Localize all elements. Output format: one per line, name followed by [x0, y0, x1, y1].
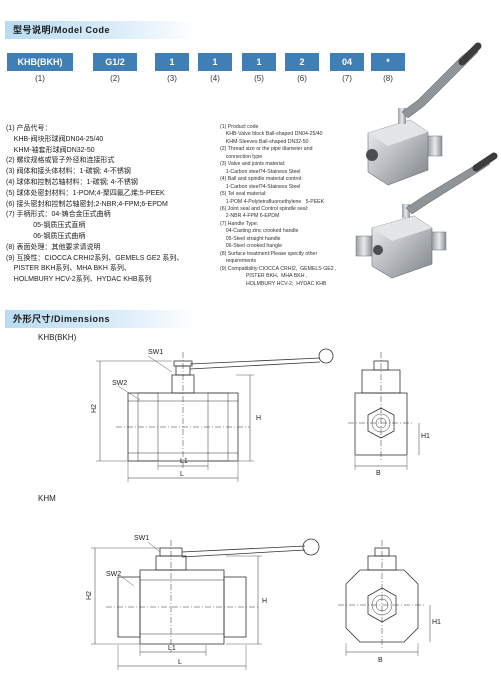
- code-box-1: KHB(BKH): [7, 53, 73, 71]
- en-description-line: 1-POM 4-Polytetrafluoroethylene 5-PEEK: [220, 198, 325, 205]
- code-number-2: (2): [110, 74, 120, 83]
- en-description-line: 05-Steel straight handle: [220, 235, 281, 242]
- khm-h-label: H: [262, 598, 267, 605]
- en-description-line: 06-Steel crooked hangle: [220, 243, 283, 250]
- code-number-7: (7): [342, 74, 352, 83]
- cn-description-line: (8) 表面处理：其他要求请说明: [6, 243, 101, 251]
- khb-side-drawing: [96, 348, 334, 482]
- code-number-1: (1): [35, 74, 45, 83]
- code-number-6: (6): [297, 74, 307, 83]
- en-description-line: (4) Ball and spindle material control:: [220, 176, 303, 183]
- cn-description-line: KHB-阀块形球阀DN04-25/40: [6, 135, 104, 143]
- cn-description-line: HOLMBURY HCV-2系列、HYDAC KHB系列: [6, 276, 152, 284]
- en-description-line: (6) Joint seal and Control spindle seal:: [220, 205, 309, 212]
- code-box-4: 1: [198, 53, 232, 71]
- model-code-banner: 型号说明/Model Code: [5, 21, 197, 39]
- en-description-line: KHB-Valve block Ball-shaped DN04-25/40: [220, 131, 323, 138]
- code-number-4: (4): [210, 74, 220, 83]
- dimensions-banner: 外形尺寸/Dimensions: [5, 310, 197, 328]
- cn-description-line: (9) 互换性：CIOCCA CRHI2系列、GEMELS GE2 系列、: [6, 254, 184, 262]
- cn-description-line: (7) 手柄形式：04-铸合金压式曲柄: [6, 211, 111, 219]
- khb-end-drawing: [348, 352, 420, 470]
- en-description-line: (7) Handle Type:: [220, 220, 259, 227]
- khm-drawing-label: KHM: [38, 494, 56, 503]
- code-box-8: *: [371, 53, 405, 71]
- en-description-line: KHM-Sleeves Ball-shaped DN32-50: [220, 138, 309, 145]
- code-number-3: (3): [167, 74, 177, 83]
- en-description-line: 1-Carbon steel?4-Stainess Steel: [220, 168, 301, 175]
- khb-h1-label: H1: [421, 433, 430, 440]
- code-box-3: 1: [155, 53, 189, 71]
- khm-sw2-label: SW2: [106, 571, 121, 578]
- en-description-line: (1) Product code: [220, 124, 259, 130]
- en-description-line: HOLMBURY HCV-2; HYDAC KHB: [220, 280, 327, 287]
- khm-h2-label: H2: [86, 591, 93, 600]
- en-description-line: (9) Compatibility:CIOCCA CRHI2, GEMELS G…: [220, 265, 337, 272]
- khb-l-label: L: [180, 471, 184, 478]
- cn-description-line: (1) 产品代号：: [6, 125, 52, 132]
- en-description-line: requirements: [220, 258, 257, 265]
- cn-description-line: 06-钢质压式曲柄: [6, 232, 86, 240]
- en-description-line: 1-Carbon steel?4-Stainess Steel: [220, 183, 301, 190]
- chinese-description-list: (1) 产品代号： KHB-阀块形球阀DN04-25/40 KHM-袖套形球阀D…: [6, 124, 183, 286]
- en-description-line: (5) Tel seal material:: [220, 191, 267, 198]
- cn-description-line: 05-钢质压式直柄: [6, 222, 86, 230]
- en-description-line: connection type: [220, 153, 263, 160]
- khb-drawing-label: KHB(BKH): [38, 333, 77, 342]
- english-description-list: (1) Product code KHB-Valve block Ball-sh…: [220, 124, 336, 288]
- khm-side-drawing: [91, 538, 320, 670]
- khm-h1-label: H1: [432, 619, 441, 626]
- khm-l1-label: L1: [168, 645, 176, 652]
- code-box-7: 04: [330, 53, 364, 71]
- khb-b-label: B: [376, 470, 381, 477]
- cn-description-line: (6) 接头密封和控制芯轴密封;2-NBR;4-FPM;6-EPDM: [6, 200, 168, 208]
- en-description-line: 2-NBR 4-FPM 6-EPDM: [220, 213, 280, 220]
- code-box-5: 1: [242, 53, 276, 71]
- khb-sw2-label: SW2: [112, 380, 127, 387]
- cn-description-line: (3) 阀体和接头体材料：1-碳钢; 4-不锈钢: [6, 168, 131, 176]
- code-number-8: (8): [383, 74, 393, 83]
- en-description-line: PISTER BKH, MHA BKH ,: [220, 273, 308, 280]
- code-number-5: (5): [254, 74, 264, 83]
- khb-l1-label: L1: [180, 458, 188, 465]
- cn-description-line: (4) 球体和控制芯轴材料：1-碳钢; 4-不锈钢: [6, 178, 138, 186]
- cn-description-line: KHM-袖套形球阀DN32-50: [6, 146, 95, 154]
- khm-b-label: B: [378, 657, 383, 664]
- khm-end-drawing: [338, 540, 431, 656]
- cn-description-line: (5) 球体处密封材料：1-POM;4-聚四氟乙烯;5-PEEK: [6, 189, 165, 197]
- en-description-line: (3) Valve and joints material:: [220, 161, 286, 168]
- en-description-line: 04-Casting zinc crooked handle: [220, 228, 299, 235]
- khm-sw1-label: SW1: [134, 535, 149, 542]
- khb-h-label: H: [256, 415, 261, 422]
- valve-photo-2: [355, 152, 498, 279]
- khb-h2-label: H2: [91, 404, 98, 413]
- cn-description-line: (2) 螺纹规格或管子外径和连接形式: [6, 157, 115, 165]
- khb-sw1-label: SW1: [148, 349, 163, 356]
- code-box-2: G1/2: [93, 53, 137, 71]
- cn-description-line: PISTER BKH系列、MHA BKH 系列、: [6, 265, 131, 273]
- en-description-line: (2) Thread size or the pipe diameter and: [220, 146, 313, 153]
- en-description-line: (8) Surface treatment:Please specify oth…: [220, 250, 318, 257]
- khm-l-label: L: [178, 659, 182, 666]
- code-box-6: 2: [285, 53, 319, 71]
